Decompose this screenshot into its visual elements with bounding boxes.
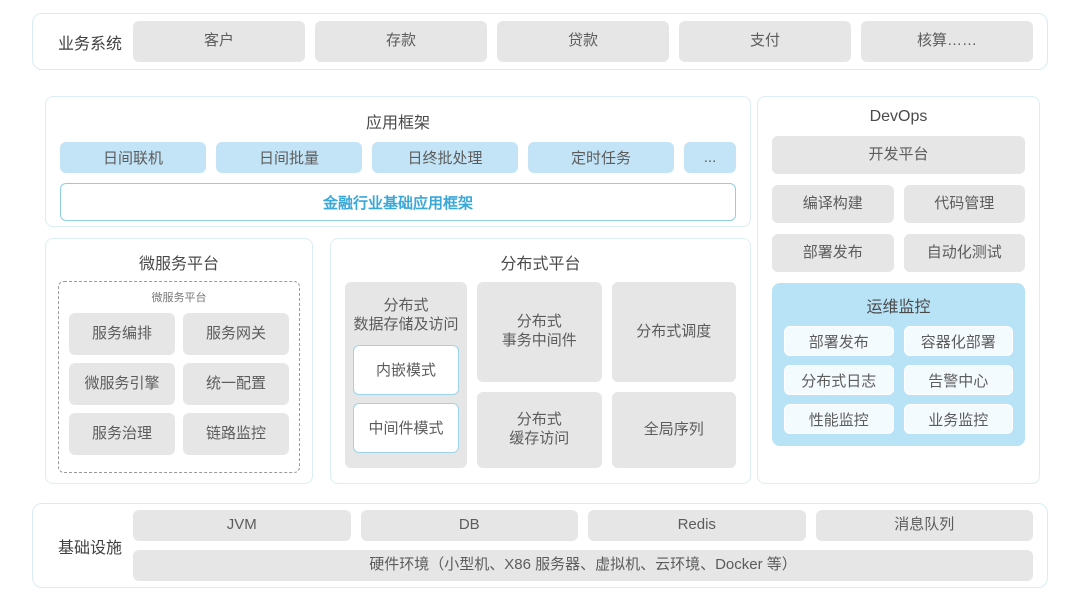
distributed-right-column: 分布式调度 全局序列	[611, 282, 736, 468]
infra-chip-redis[interactable]: Redis	[588, 510, 806, 541]
ms-chip-microservice-engine[interactable]: 微服务引擎	[69, 363, 175, 405]
devops-title: DevOps	[869, 108, 928, 125]
infrastructure-stack: JVM DB Redis 消息队列 硬件环境（小型机、X86 服务器、虚拟机、云…	[133, 510, 1033, 581]
ms-chip-trace-monitoring[interactable]: 链路监控	[183, 413, 289, 455]
dp-cache-label: 分布式 缓存访问	[509, 411, 569, 449]
infrastructure-label: 基础设施	[57, 539, 122, 557]
ms-chip-unified-config[interactable]: 统一配置	[183, 363, 289, 405]
ops-monitoring-grid: 部署发布 容器化部署 分布式日志 告警中心 性能监控 业务监控	[784, 326, 1013, 434]
dp-cache-line2: 缓存访问	[509, 430, 570, 447]
devops-chip-automated-testing[interactable]: 自动化测试	[903, 234, 1025, 272]
devops-chip-compile-build[interactable]: 编译构建	[772, 185, 894, 223]
business-system-chips: 客户 存款 贷款 支付 核算……	[133, 21, 1033, 62]
business-chip-customer[interactable]: 客户	[133, 21, 305, 62]
infra-chip-jvm[interactable]: JVM	[133, 510, 351, 541]
dp-chip-distributed-storage[interactable]: 分布式 数据存储及访问 内嵌模式 中间件模式	[345, 282, 467, 468]
business-system-label: 业务系统	[57, 35, 122, 53]
microservice-platform-dashed-box: 微服务平台 服务编排 服务网关 微服务引擎 统一配置 服务治理 链路监控	[58, 281, 300, 473]
dp-transaction-line2: 事务中间件	[501, 332, 577, 349]
om-chip-containerized-deploy[interactable]: 容器化部署	[903, 326, 1013, 356]
dp-transaction-line1: 分布式	[516, 313, 562, 331]
business-chip-accounting[interactable]: 核算……	[861, 21, 1033, 62]
infra-chip-db[interactable]: DB	[360, 510, 578, 541]
af-chip-more[interactable]: ...	[684, 142, 736, 173]
dp-chip-embedded-mode[interactable]: 内嵌模式	[353, 344, 459, 395]
om-chip-deploy-release[interactable]: 部署发布	[784, 326, 894, 356]
dp-chip-middleware-mode[interactable]: 中间件模式	[353, 402, 459, 453]
ms-chip-service-gateway[interactable]: 服务网关	[183, 313, 289, 355]
business-system-row: 业务系统 客户 存款 贷款 支付 核算……	[32, 13, 1048, 70]
dp-chip-transaction-middleware[interactable]: 分布式 事务中间件	[477, 282, 602, 382]
dp-chip-global-sequence[interactable]: 全局序列	[611, 392, 736, 468]
distributed-platform-card: 分布式平台 分布式 数据存储及访问 内嵌模式 中间件模式 分布式 事务中间件	[330, 238, 751, 484]
microservice-platform-title: 微服务平台	[138, 256, 219, 273]
dp-chip-cache-access[interactable]: 分布式 缓存访问	[477, 392, 602, 468]
dp-storage-title-line1: 分布式	[383, 297, 429, 314]
devops-row-1: 编译构建 代码管理	[772, 185, 1025, 223]
business-chip-deposit[interactable]: 存款	[315, 21, 487, 62]
ms-chip-service-orchestration[interactable]: 服务编排	[69, 313, 175, 355]
infrastructure-chips: JVM DB Redis 消息队列	[133, 510, 1033, 541]
infra-chip-message-queue[interactable]: 消息队列	[815, 510, 1033, 541]
af-chip-scheduled-task[interactable]: 定时任务	[528, 142, 674, 173]
financial-base-framework-banner: 金融行业基础应用框架	[60, 183, 736, 221]
business-chip-loan[interactable]: 贷款	[497, 21, 669, 62]
dp-storage-title-line2: 数据存储及访问	[353, 315, 459, 333]
microservice-platform-card: 微服务平台 微服务平台 服务编排 服务网关 微服务引擎 统一配置 服务治理 链路…	[45, 238, 313, 484]
ms-chip-service-governance[interactable]: 服务治理	[69, 413, 175, 455]
dp-transaction-label: 分布式 事务中间件	[502, 313, 577, 351]
devops-chip-dev-platform[interactable]: 开发平台	[772, 136, 1025, 174]
application-framework-chips: 日间联机 日间批量 日终批处理 定时任务 ...	[60, 142, 736, 173]
devops-chip-deploy-release[interactable]: 部署发布	[772, 234, 894, 272]
dp-chip-distributed-scheduling[interactable]: 分布式调度	[611, 282, 736, 382]
business-chip-payment[interactable]: 支付	[679, 21, 851, 62]
devops-chip-code-management[interactable]: 代码管理	[903, 185, 1025, 223]
om-chip-alert-center[interactable]: 告警中心	[903, 365, 1013, 395]
om-chip-business-monitoring[interactable]: 业务监控	[903, 404, 1013, 434]
ops-monitoring-title: 运维监控	[866, 299, 931, 316]
distributed-platform-title: 分布式平台	[500, 256, 581, 273]
distributed-platform-grid: 分布式 数据存储及访问 内嵌模式 中间件模式 分布式 事务中间件 分布式	[345, 282, 736, 468]
om-chip-distributed-logging[interactable]: 分布式日志	[784, 365, 894, 395]
af-chip-daytime-online[interactable]: 日间联机	[60, 142, 206, 173]
devops-row-2: 部署发布 自动化测试	[772, 234, 1025, 272]
ops-monitoring-panel: 运维监控 部署发布 容器化部署 分布式日志 告警中心 性能监控 业务监控	[772, 283, 1025, 446]
dp-storage-title: 分布式 数据存储及访问	[353, 297, 459, 335]
distributed-storage-column: 分布式 数据存储及访问 内嵌模式 中间件模式	[345, 282, 467, 468]
af-chip-eod-batch[interactable]: 日终批处理	[372, 142, 518, 173]
infra-chip-hardware-environment[interactable]: 硬件环境（小型机、X86 服务器、虚拟机、云环境、Docker 等）	[133, 550, 1033, 581]
infrastructure-row: 基础设施 JVM DB Redis 消息队列 硬件环境（小型机、X86 服务器、…	[32, 503, 1048, 588]
microservice-platform-inner-title: 微服务平台	[151, 292, 207, 304]
af-chip-daytime-batch[interactable]: 日间批量	[216, 142, 362, 173]
distributed-middle-column: 分布式 事务中间件 分布式 缓存访问	[477, 282, 602, 468]
devops-card: DevOps 开发平台 编译构建 代码管理 部署发布 自动化测试 运维监控 部署…	[757, 96, 1040, 484]
dp-cache-line1: 分布式	[516, 411, 562, 429]
microservice-platform-grid: 服务编排 服务网关 微服务引擎 统一配置 服务治理 链路监控	[69, 313, 289, 455]
application-framework-card: 应用框架 日间联机 日间批量 日终批处理 定时任务 ... 金融行业基础应用框架	[45, 96, 751, 227]
application-framework-title: 应用框架	[365, 115, 430, 132]
om-chip-performance-monitoring[interactable]: 性能监控	[784, 404, 894, 434]
